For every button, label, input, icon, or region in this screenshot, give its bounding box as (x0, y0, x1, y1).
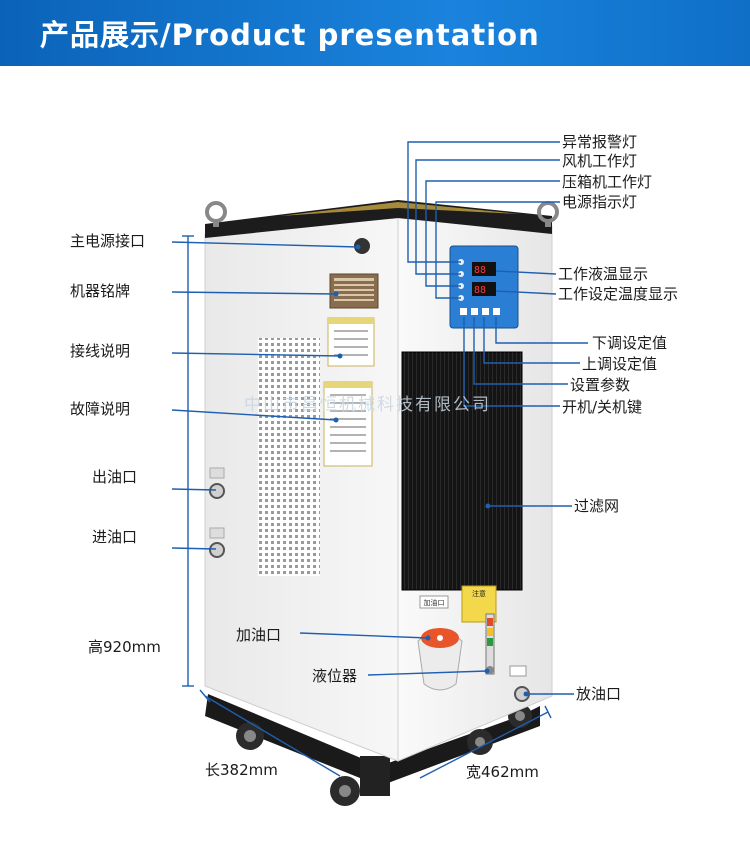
callout-oil-inlet: 进油口 (92, 528, 138, 546)
castor-wheels (236, 704, 532, 806)
title-banner: 产品展示/Product presentation (0, 0, 750, 66)
product-scene: 88 88 加油口 注意 (0, 66, 750, 863)
svg-text:88: 88 (474, 265, 486, 276)
product-illustration: 88 88 加油口 注意 (171, 141, 588, 806)
callout-power-key: 开机/关机键 (562, 398, 643, 416)
leader-lines (171, 141, 588, 779)
nameplate-plate (329, 273, 379, 309)
callout-compressor-light: 压箱机工作灯 (562, 173, 653, 191)
callout-liquid-temp-display: 工作液温显示 (558, 265, 649, 283)
oil-outlet-fitting (209, 467, 225, 499)
page-title: 产品展示/Product presentation (40, 18, 540, 52)
callout-oil-outlet: 出油口 (92, 468, 138, 486)
callout-fault-instructions: 故障说明 (70, 400, 131, 418)
callout-fan-light: 风机工作灯 (562, 152, 638, 170)
side-air-grill (258, 338, 320, 576)
callout-power-light: 电源指示灯 (562, 193, 638, 211)
callout-filter-mesh: 过滤网 (574, 497, 620, 515)
callout-alarm-light: 异常报警灯 (562, 133, 638, 151)
callout-wiring-instructions: 接线说明 (70, 342, 131, 360)
lifting-eye-left (205, 201, 227, 227)
watermark: 中山市昌恒机械科技有限公司 (244, 395, 491, 415)
level-gauge (485, 613, 495, 675)
callout-up-button: 上调设定值 (582, 355, 658, 373)
callout-oil-filler: 加油口 (236, 626, 282, 644)
callout-down-button: 下调设定值 (592, 334, 668, 352)
device-fill-port-label: 加油口 (424, 598, 445, 607)
callout-set-parameters: 设置参数 (570, 376, 631, 394)
dimension-width: 宽462mm (466, 763, 539, 781)
dimension-height: 高920mm (88, 638, 161, 656)
lifting-eye-right (537, 201, 559, 227)
callout-main-power-port: 主电源接口 (70, 232, 146, 250)
callout-level-gauge: 液位器 (312, 667, 358, 685)
callout-set-temp-display: 工作设定温度显示 (558, 285, 679, 303)
callout-nameplate: 机器铭牌 (70, 282, 131, 300)
oil-inlet-fitting (209, 527, 225, 558)
callout-drain-port: 放油口 (576, 685, 622, 703)
svg-text:88: 88 (474, 285, 486, 296)
dimension-length: 长382mm (205, 761, 278, 779)
oil-filler-cap (417, 628, 463, 691)
filter-mesh-panel (401, 351, 523, 591)
control-panel: 88 88 (449, 245, 519, 329)
device-notice-label: 注意 (472, 589, 486, 598)
wiring-label-sticker (327, 317, 375, 367)
main-power-port (354, 238, 370, 254)
